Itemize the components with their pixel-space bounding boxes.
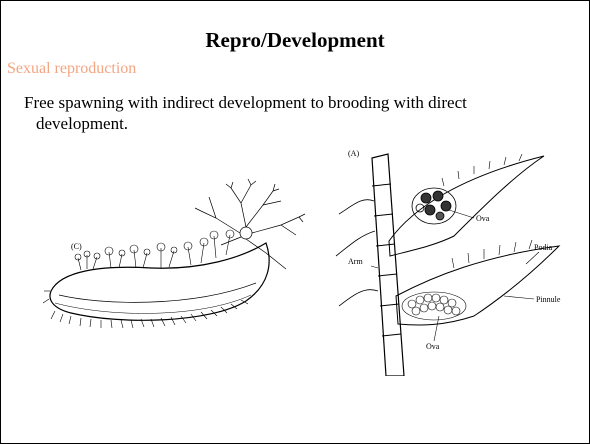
label-ova-top: Ova [476,214,490,223]
label-podia: Podia [534,243,553,252]
figure-a-panel-label: (A) [348,149,359,158]
label-pinnule: Pinnule [536,295,561,304]
figure-c-illustration: (C) [41,173,311,333]
slide-title: Repro/Development [1,28,589,53]
label-ova-bottom: Ova [426,342,440,351]
slide-subtitle: Sexual reproduction [7,60,136,78]
label-arm: Arm [348,257,363,266]
slide-body-text: Free spawning with indirect development … [24,92,516,134]
figure-a-illustration: (A) [334,146,579,376]
figure-c-panel-label: (C) [71,242,82,251]
